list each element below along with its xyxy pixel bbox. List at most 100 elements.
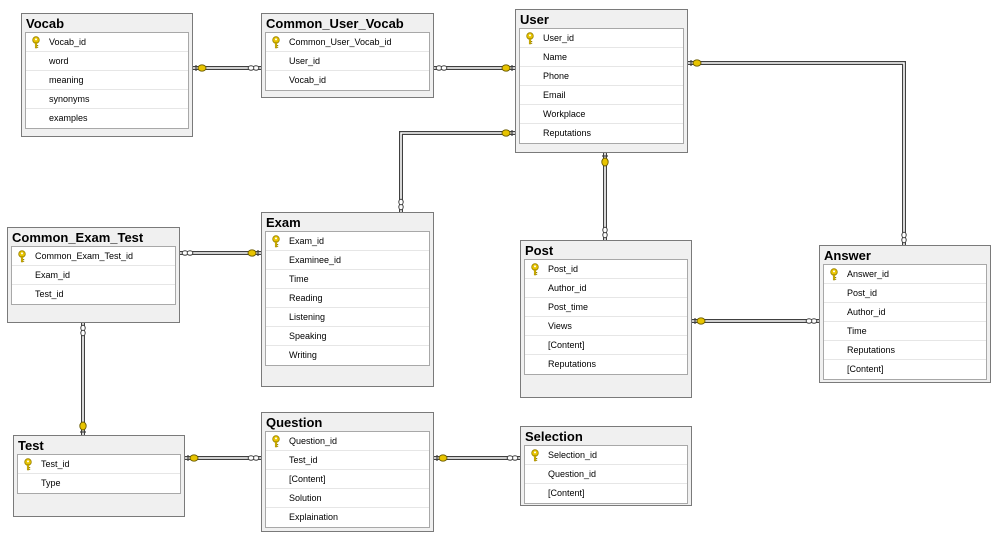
column-row[interactable]: Vocab_id	[266, 71, 429, 90]
column-row[interactable]: Reputations	[520, 124, 683, 143]
column-name: Post_id	[548, 264, 579, 274]
column-row[interactable]: Workplace	[520, 105, 683, 124]
column-row[interactable]: Common_Exam_Test_id	[12, 247, 175, 266]
column-row[interactable]: Selection_id	[525, 446, 687, 465]
many-end-infinity-icon	[247, 455, 255, 461]
column-row[interactable]: User_id	[266, 52, 429, 71]
column-row[interactable]: Name	[520, 48, 683, 67]
column-row[interactable]: Phone	[520, 67, 683, 86]
column-row[interactable]: Question_id	[266, 432, 429, 451]
column-row[interactable]: Speaking	[266, 327, 429, 346]
column-row[interactable]: Type	[18, 474, 180, 493]
column-row[interactable]: [Content]	[824, 360, 986, 379]
column-row[interactable]: meaning	[26, 71, 188, 90]
column-row[interactable]: Views	[525, 317, 687, 336]
column-row[interactable]: Common_User_Vocab_id	[266, 33, 429, 52]
table-title: Question	[266, 415, 323, 430]
column-row[interactable]: Test_id	[12, 285, 175, 304]
column-row[interactable]: Exam_id	[12, 266, 175, 285]
key-icon	[272, 435, 280, 448]
relationship-test-question	[185, 454, 261, 462]
many-end-infinity-icon	[398, 198, 404, 206]
column-row[interactable]: Test_id	[266, 451, 429, 470]
many-end-infinity-icon	[805, 318, 813, 324]
table-title: Test	[18, 438, 44, 453]
column-name: Test_id	[289, 455, 318, 465]
column-row[interactable]: Post_id	[824, 284, 986, 303]
column-row[interactable]: Author_id	[525, 279, 687, 298]
column-name: Views	[548, 321, 572, 331]
column-name: Reading	[289, 293, 323, 303]
column-row[interactable]: Reputations	[824, 341, 986, 360]
many-end-infinity-icon	[440, 65, 448, 71]
column-row[interactable]: Time	[824, 322, 986, 341]
column-row[interactable]: [Content]	[525, 484, 687, 503]
key-icon	[24, 458, 32, 471]
column-name: Writing	[289, 350, 317, 360]
column-row[interactable]: [Content]	[525, 336, 687, 355]
one-end-key-icon	[501, 64, 511, 72]
column-row[interactable]: User_id	[520, 29, 683, 48]
column-row[interactable]: Listening	[266, 308, 429, 327]
table-title: Common_Exam_Test	[12, 230, 144, 245]
column-row[interactable]: Vocab_id	[26, 33, 188, 52]
one-end-key-icon	[438, 454, 448, 462]
column-row[interactable]: Examinee_id	[266, 251, 429, 270]
column-row[interactable]: Exam_id	[266, 232, 429, 251]
column-row[interactable]: synonyms	[26, 90, 188, 109]
column-name: Vocab_id	[49, 37, 87, 47]
column-name: Reputations	[847, 345, 896, 355]
column-row[interactable]: Explaination	[266, 508, 429, 527]
relationship-user-post	[601, 153, 609, 240]
many-end-infinity-icon	[602, 226, 608, 234]
column-name: Workplace	[543, 109, 586, 119]
column-name: Selection_id	[548, 450, 598, 460]
column-row[interactable]: Email	[520, 86, 683, 105]
column-row[interactable]: Solution	[266, 489, 429, 508]
column-row[interactable]: Reading	[266, 289, 429, 308]
many-end-infinity-icon	[186, 250, 194, 256]
one-end-key-icon	[79, 421, 87, 431]
column-row[interactable]: Post_time	[525, 298, 687, 317]
column-row[interactable]: examples	[26, 109, 188, 128]
column-name: Speaking	[289, 331, 327, 341]
column-row[interactable]: Writing	[266, 346, 429, 365]
relationship-post-answer	[692, 317, 819, 325]
table-title: Vocab	[26, 16, 65, 31]
column-row[interactable]: word	[26, 52, 188, 71]
column-name: Common_User_Vocab_id	[289, 37, 392, 47]
column-name: Author_id	[548, 283, 587, 293]
table-title: Post	[525, 243, 554, 258]
column-name: Name	[543, 52, 568, 62]
column-row[interactable]: Question_id	[525, 465, 687, 484]
column-name: User_id	[289, 56, 321, 66]
column-row[interactable]: Time	[266, 270, 429, 289]
column-name: Phone	[543, 71, 570, 81]
column-name: Post_time	[548, 302, 589, 312]
column-name: Listening	[289, 312, 326, 322]
column-row[interactable]: [Content]	[266, 470, 429, 489]
column-name: synonyms	[49, 94, 90, 104]
column-row[interactable]: Answer_id	[824, 265, 986, 284]
column-row[interactable]: Post_id	[525, 260, 687, 279]
column-row[interactable]: Author_id	[824, 303, 986, 322]
column-row[interactable]: Test_id	[18, 455, 180, 474]
relationship-user-answer	[688, 59, 907, 245]
column-row[interactable]: Reputations	[525, 355, 687, 374]
key-icon	[531, 263, 539, 276]
key-icon	[272, 235, 280, 248]
relationship-user-exam	[398, 129, 515, 212]
column-name: Question_id	[289, 436, 338, 446]
